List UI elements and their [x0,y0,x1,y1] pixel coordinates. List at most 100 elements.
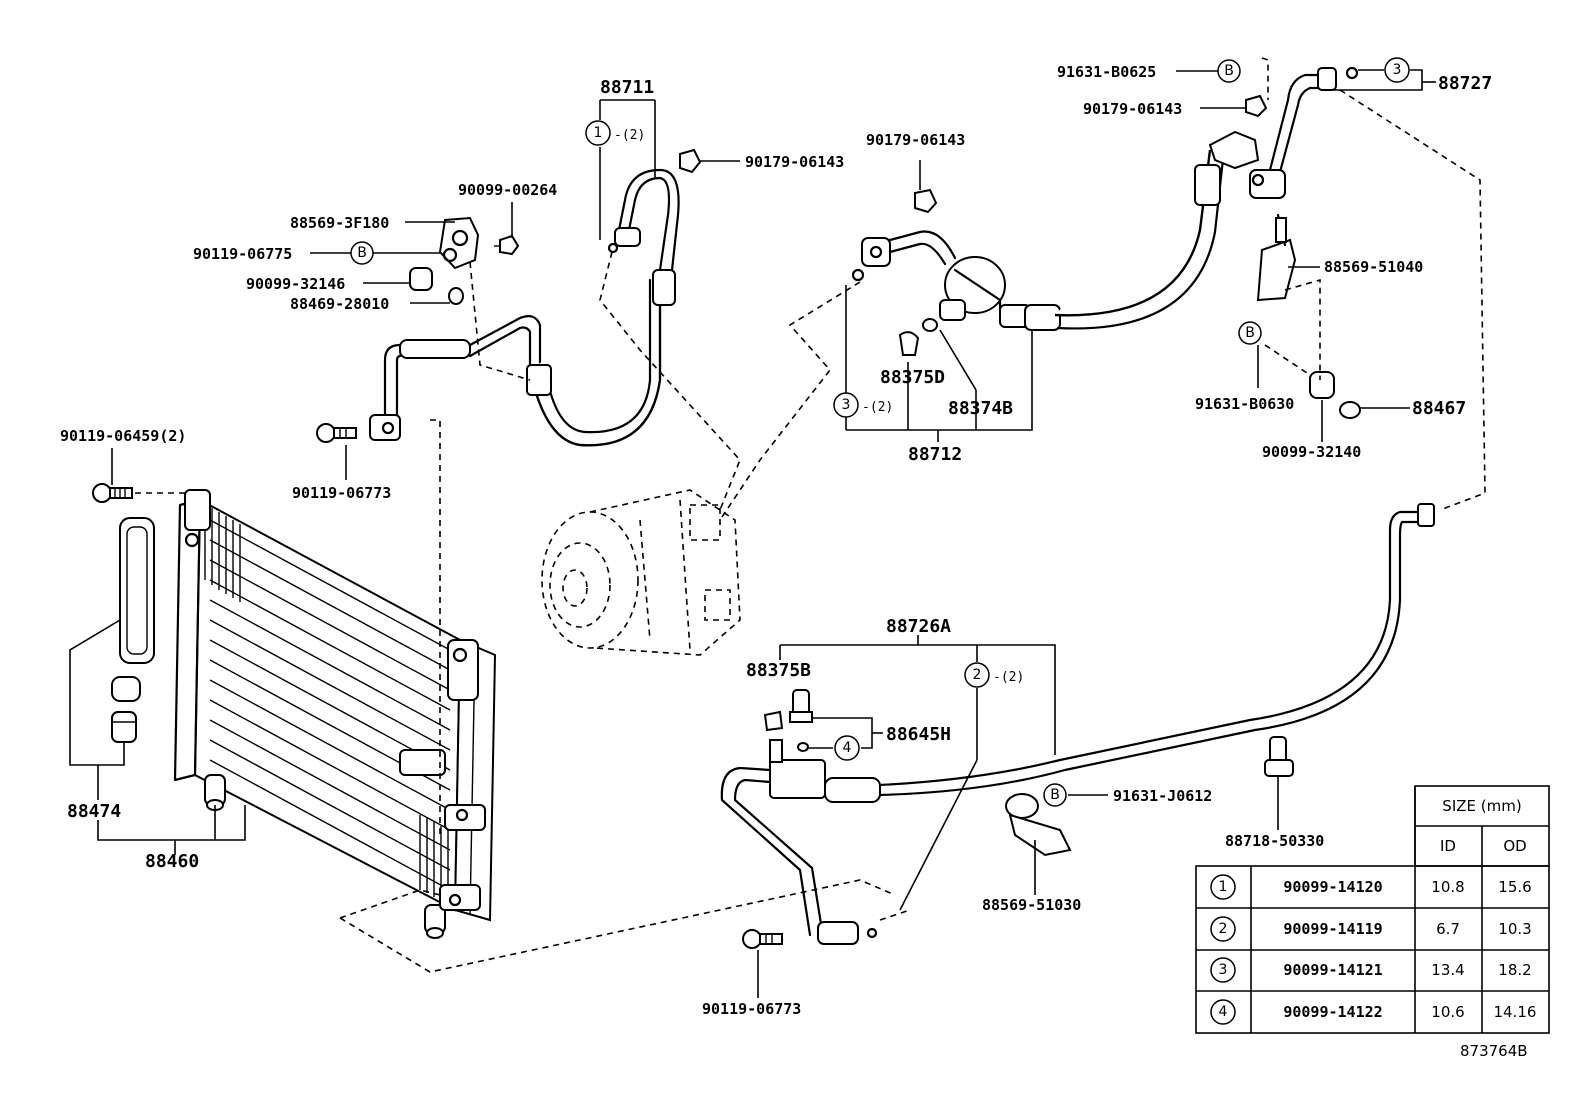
svg-text:1: 1 [594,125,603,141]
table-col-id: ID [1440,837,1456,855]
svg-text:10.8: 10.8 [1431,878,1464,896]
bracket-88569-51030 [1005,793,1072,857]
marker-1: 1 -(2) [585,120,645,146]
label-88467: 88467 [1412,398,1466,419]
svg-text:1: 1 [1219,879,1228,895]
svg-text:2: 2 [973,667,982,683]
marker-b: B [1238,321,1262,345]
svg-text:13.4: 13.4 [1431,961,1464,979]
bolt-icon [316,423,357,443]
bolt-icon [92,483,133,503]
figure-number: 873764B [1460,1042,1528,1060]
part-labels: 88711 90179-06143 90099-00264 88569-3F18… [60,63,1492,1018]
svg-text:6.7: 6.7 [1436,920,1460,938]
cushion [409,267,433,291]
label-88375D: 88375D [880,367,945,388]
svg-text:B: B [357,245,367,261]
clamp-88718 [1264,736,1294,777]
compressor [541,489,741,656]
label-90099-32140: 90099-32140 [1262,443,1361,461]
label-91631-J0612: 91631-J0612 [1113,787,1212,805]
clip [1339,401,1361,419]
svg-text:-(2): -(2) [993,670,1024,685]
nut-icon [679,148,702,174]
svg-text:B: B [1245,325,1255,341]
table-header-size: SIZE (mm) [1442,797,1521,815]
leader-lines [69,69,1436,998]
svg-text:3: 3 [1219,962,1228,978]
svg-text:4: 4 [1219,1004,1228,1020]
marker-b: B [1217,59,1241,83]
label-88375B: 88375B [746,660,811,681]
suction-hose-88712 [861,130,1260,356]
marker-2: 2 -(2) [964,662,1024,688]
label-88711: 88711 [600,77,654,98]
svg-text:15.6: 15.6 [1498,878,1531,896]
tube-88727 [1249,67,1337,199]
label-90119-06773: 90119-06773 [292,484,391,502]
label-90099-32146: 90099-32146 [246,275,345,293]
svg-text:B: B [1050,787,1060,803]
label-88460: 88460 [145,851,199,872]
discharge-hose-88711 [369,168,680,447]
marker-b: B [1043,783,1067,807]
bolt-icon [494,234,520,256]
label-88645H: 88645H [886,724,951,745]
marker-3: 3 [1384,57,1410,83]
label-88569-51030: 88569-51030 [982,896,1081,914]
table-row: 4 90099-14122 10.6 14.16 [1210,999,1537,1025]
svg-text:10.6: 10.6 [1431,1003,1464,1021]
table-row: 2 90099-14119 6.7 10.3 [1210,916,1532,942]
svg-text:3: 3 [842,397,851,413]
label-90179-06143: 90179-06143 [1083,100,1182,118]
table-col-od: OD [1503,837,1526,855]
table-row: 3 90099-14121 13.4 18.2 [1210,957,1532,983]
svg-text:-(2): -(2) [614,128,645,143]
label-88474: 88474 [67,801,121,822]
svg-text:14.16: 14.16 [1494,1003,1537,1021]
marker-4: 4 [834,735,860,761]
svg-text:B: B [1224,63,1234,79]
label-88469-28010: 88469-28010 [290,295,389,313]
svg-text:90099-14120: 90099-14120 [1283,878,1382,896]
svg-text:90099-14121: 90099-14121 [1283,961,1382,979]
label-88569-51040: 88569-51040 [1324,258,1423,276]
label-88727: 88727 [1438,73,1492,94]
svg-text:3: 3 [1393,62,1402,78]
dashed-connections [339,57,1486,973]
svg-text:2: 2 [1219,921,1228,937]
label-88569-3F180: 88569-3F180 [290,214,389,232]
label-88718-50330: 88718-50330 [1225,832,1324,850]
label-91631-B0630: 91631-B0630 [1195,395,1294,413]
liquid-tube-88726a [720,503,1435,945]
bolt-icon [742,929,783,949]
clamp-bracket [438,216,480,270]
seal-and-cushions [111,517,155,743]
marker-b: B [350,241,374,265]
label-90179-06143: 90179-06143 [866,131,965,149]
oring-size-table: SIZE (mm) ID OD 1 90099-14120 10.8 15.6 … [1195,785,1550,1034]
cushion [1309,371,1335,399]
label-88726A: 88726A [886,616,951,637]
svg-text:90099-14119: 90099-14119 [1283,920,1382,938]
label-88374B: 88374B [948,398,1013,419]
label-90119-06773: 90119-06773 [702,1000,801,1018]
nut-icon [914,188,938,214]
label-90119-06459: 90119-06459(2) [60,427,186,445]
label-90179-06143: 90179-06143 [745,153,844,171]
svg-text:90099-14122: 90099-14122 [1283,1003,1382,1021]
pressure-switch [763,689,813,752]
table-row: 1 90099-14120 10.8 15.6 [1210,874,1532,900]
label-90119-06775: 90119-06775 [193,245,292,263]
nut-icon [1245,94,1268,118]
svg-text:-(2): -(2) [862,400,893,415]
svg-text:10.3: 10.3 [1498,920,1531,938]
label-90099-00264: 90099-00264 [458,181,557,199]
svg-text:4: 4 [843,740,852,756]
label-88712: 88712 [908,444,962,465]
label-91631-B0625: 91631-B0625 [1057,63,1156,81]
marker-3: 3 -(2) [833,392,893,418]
svg-text:18.2: 18.2 [1498,961,1531,979]
bracket-88569-51040 [1256,213,1297,302]
